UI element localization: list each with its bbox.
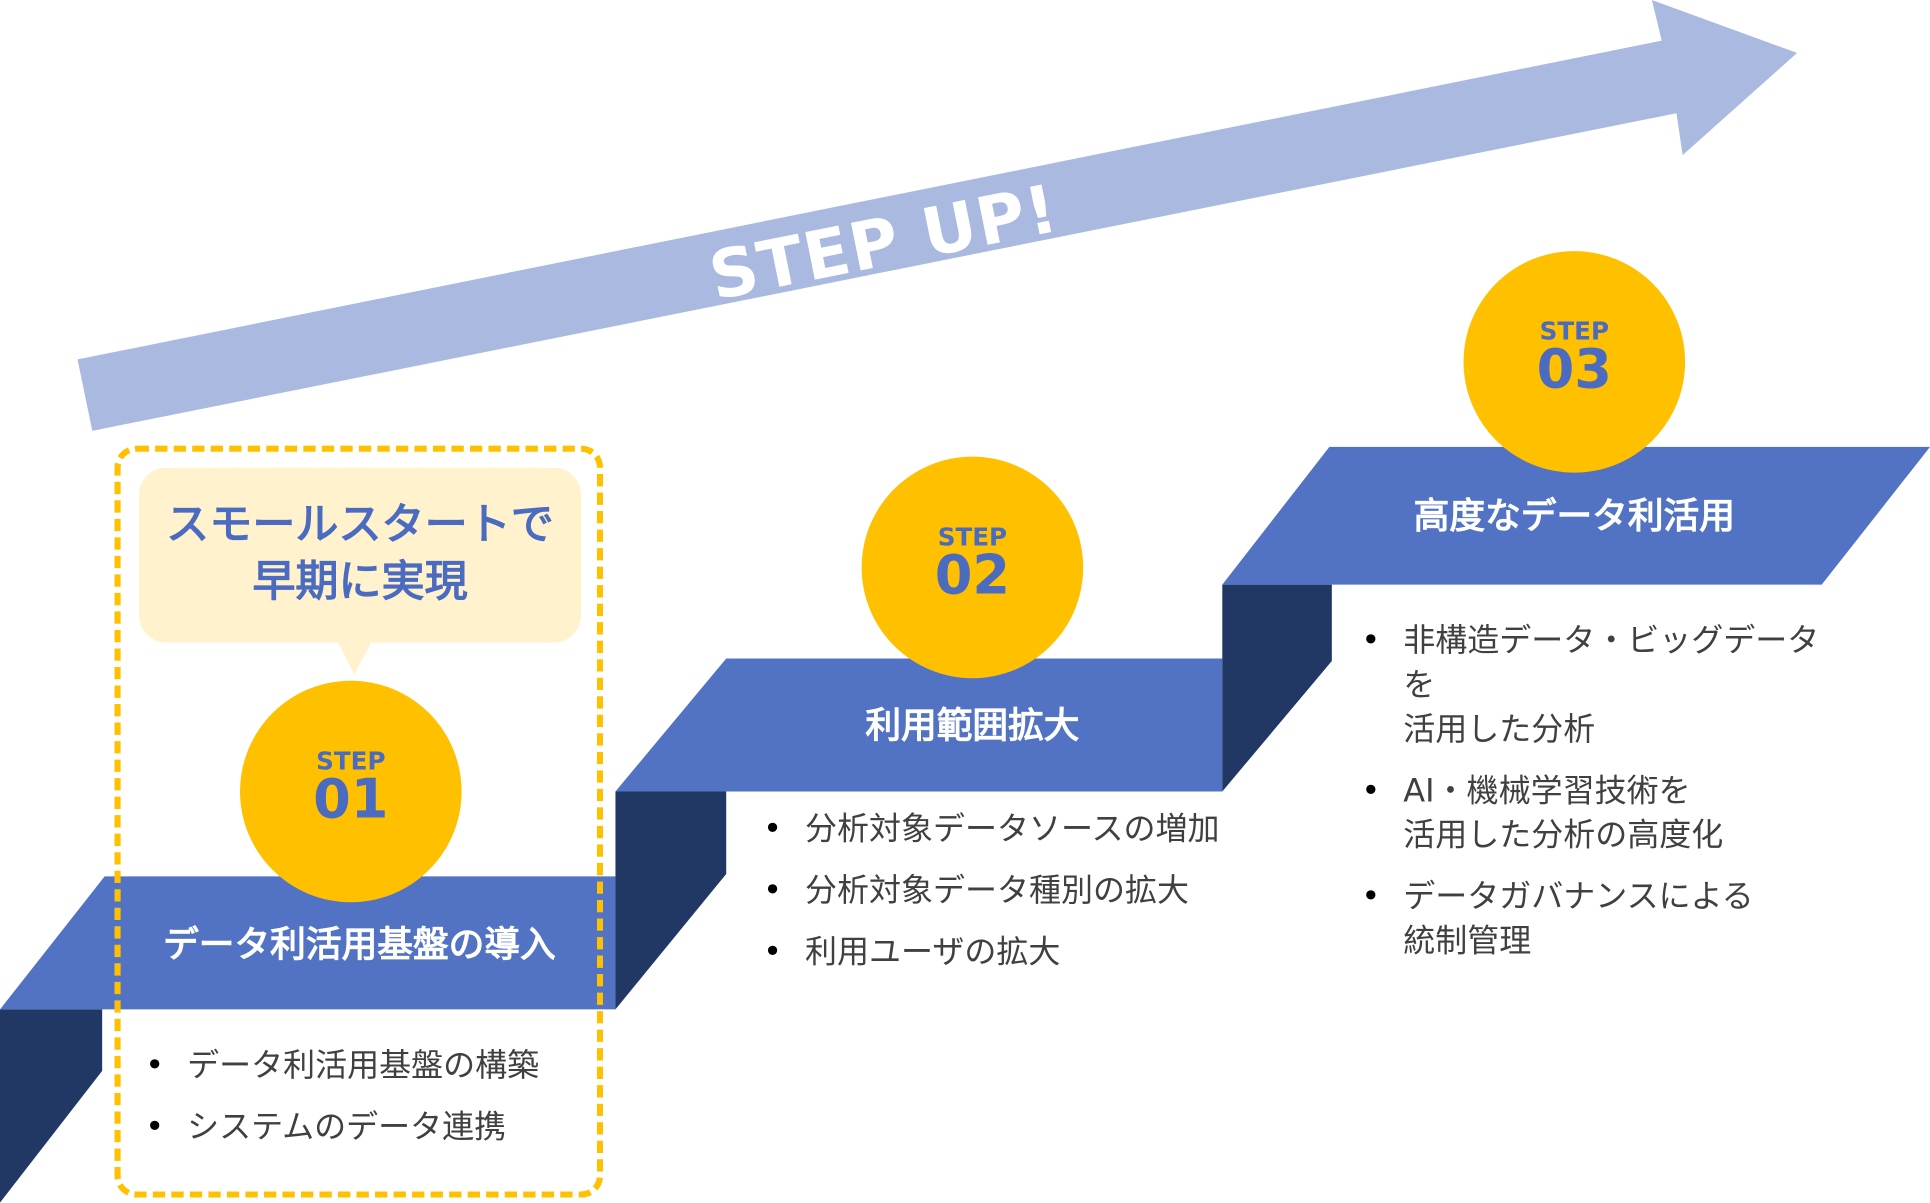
list-item: 分析対象データソースの増加 (751, 807, 1262, 851)
step2-badge: STEP 02 (911, 524, 1034, 603)
step2-number: 02 (934, 544, 1011, 607)
callout-line-2: 早期に実現 (252, 557, 468, 607)
step3-riser (1222, 584, 1332, 792)
list-item-line: 活用した分析の高度化 (1403, 817, 1724, 855)
callout-pointer (337, 641, 372, 675)
step3-title: 高度なデータ利活用 (1413, 494, 1735, 537)
list-item-line: AI・機械学習技術を (1403, 773, 1691, 810)
list-item: データ利活用基盤の構築 (133, 1044, 601, 1088)
step2-title: 利用範囲拡大 (865, 704, 1080, 746)
step-up-arrow (77, 0, 1798, 431)
step2-circle (861, 456, 1084, 679)
step2-riser (615, 791, 727, 1010)
step2-step-label: STEP (937, 521, 1008, 552)
step1-list: データ利活用基盤の構築 システムのデータ連携 (132, 1029, 601, 1175)
list-item-line: データガバナンスによる (1403, 878, 1754, 916)
list-item-line: 非構造データ・ビッグデータを (1403, 622, 1820, 705)
step1-band (0, 876, 616, 1010)
step3-circle (1463, 251, 1686, 473)
list-item: システムのデータ連携 (133, 1105, 601, 1149)
step1-badge: STEP 01 (289, 748, 412, 827)
callout-bubble (139, 467, 581, 643)
step1-circle (240, 680, 462, 903)
list-item: 非構造データ・ビッグデータを 活用した分析 (1349, 619, 1841, 752)
step3-band (1222, 446, 1930, 585)
step1-number: 01 (313, 768, 389, 831)
callout-line-1: スモールスタートで (166, 500, 554, 551)
callout-text: スモールスタートで 早期に実現 (139, 497, 581, 610)
step2-list: 分析対象データソースの増加 分析対象データ種別の拡大 利用ユーザの拡大 (750, 807, 1262, 993)
list-item-line: 活用した分析 (1403, 711, 1596, 749)
list-item-line: 統制管理 (1403, 923, 1532, 961)
list-item: 利用ユーザの拡大 (751, 931, 1262, 975)
highlight-dashed-box (114, 445, 604, 1198)
step3-badge: STEP 03 (1513, 319, 1636, 398)
step1-riser (0, 1009, 103, 1203)
step3-number: 03 (1536, 338, 1612, 402)
step3-step-label: STEP (1539, 316, 1610, 346)
list-item: AI・機械学習技術を 活用した分析の高度化 (1349, 769, 1841, 858)
step1-title: データ利活用基盤の導入 (163, 923, 556, 966)
step2-band (615, 658, 1223, 792)
list-item: データガバナンスによる 統制管理 (1349, 875, 1841, 964)
step1-step-label: STEP (316, 745, 386, 776)
list-item: 分析対象データ種別の拡大 (751, 869, 1262, 913)
step3-list: 非構造データ・ビッグデータを 活用した分析 AI・機械学習技術を 活用した分析の… (1349, 619, 1842, 982)
